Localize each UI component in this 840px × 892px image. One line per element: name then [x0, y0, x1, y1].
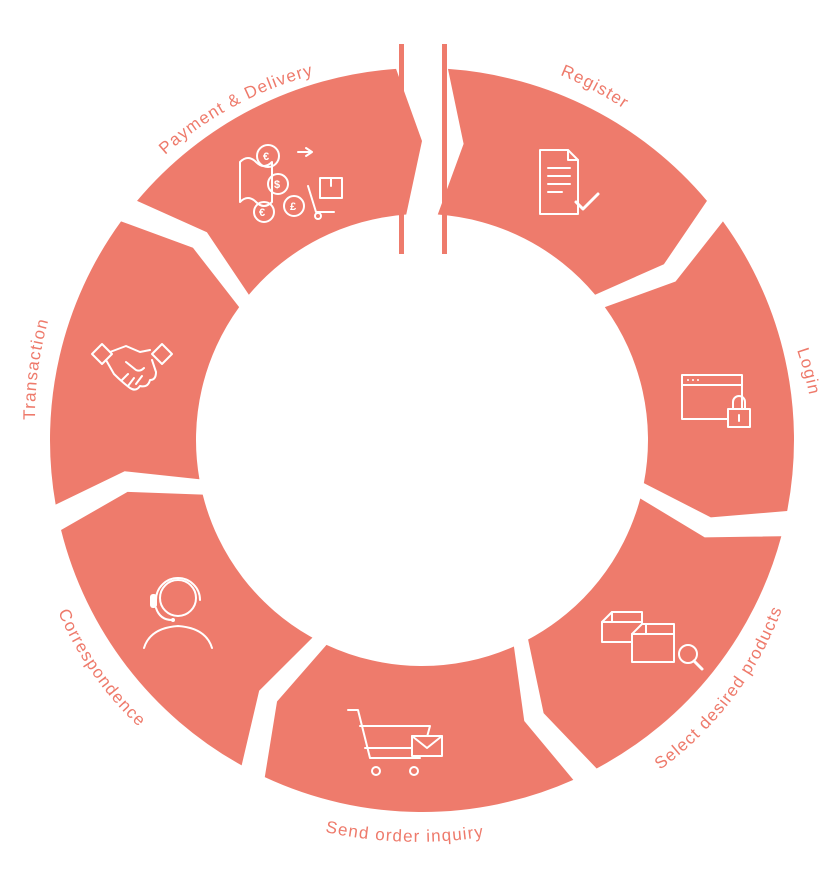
headset-agent-icon: [143, 577, 213, 649]
segment-send-order: [264, 644, 574, 812]
top-divider-right: [442, 44, 447, 254]
step-label-transaction: Transaction: [20, 316, 52, 420]
top-divider-left: [399, 44, 404, 254]
segment-login: [604, 221, 794, 518]
money-delivery-icon: € $ € £: [239, 144, 343, 223]
step-label-login: Login: [793, 345, 824, 396]
ring-segments: [50, 68, 794, 812]
boxes-search-icon: [601, 611, 704, 671]
handshake-icon: [91, 343, 173, 391]
segment-register: [437, 68, 707, 295]
step-label-send-order: Send order inquiry: [324, 817, 485, 846]
segment-correspondence: [61, 491, 313, 766]
document-check-icon: [539, 149, 600, 215]
svg-text:$: $: [274, 179, 280, 191]
svg-text:€: €: [259, 207, 265, 219]
svg-text:£: £: [290, 201, 296, 213]
browser-lock-icon: [681, 374, 751, 428]
svg-text:€: €: [263, 151, 269, 163]
segment-payment-delivery: [137, 68, 422, 295]
segment-transaction: [50, 221, 240, 505]
cart-mail-icon: [347, 709, 443, 776]
